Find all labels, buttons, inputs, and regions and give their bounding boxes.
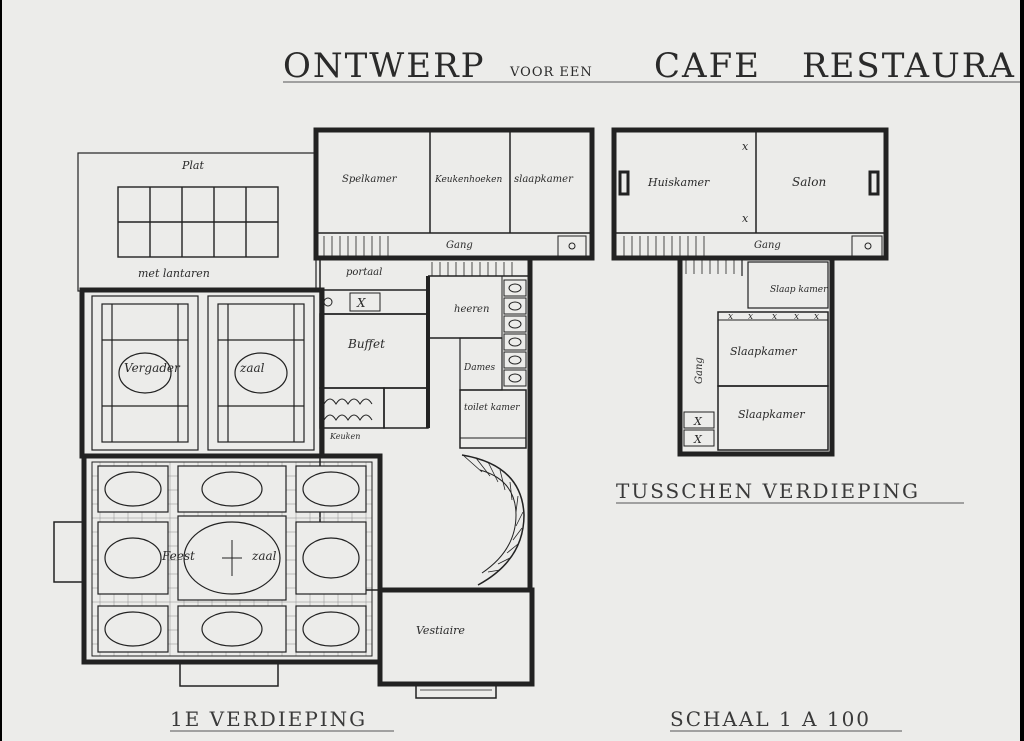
room-feest-label: Feest bbox=[161, 549, 195, 563]
room-slaapkamer-mid-label: Slaapkamer bbox=[730, 345, 797, 358]
top-rooms-block bbox=[313, 127, 595, 261]
stair-top-left bbox=[323, 236, 389, 256]
svg-text:x: x bbox=[748, 312, 753, 322]
room-gang-vertical-label: Gang bbox=[694, 357, 705, 384]
svg-text:X: X bbox=[693, 433, 703, 446]
mezzanine-label: TUSSCHEN VERDIEPING bbox=[616, 479, 920, 503]
room-portaal-label: portaal bbox=[346, 267, 382, 278]
svg-text:x: x bbox=[814, 312, 819, 322]
svg-text:x: x bbox=[772, 312, 777, 322]
room-lantaren-label: met lantaren bbox=[138, 267, 210, 280]
room-feest-zaal-label: zaal bbox=[251, 549, 277, 563]
room-huiskamer-label: Huiskamer bbox=[647, 176, 710, 189]
room-keuken-small-label: Keuken bbox=[329, 432, 360, 441]
room-gang-mezz-label: Gang bbox=[754, 240, 781, 251]
room-spelkamer-label: Spelkamer bbox=[342, 174, 398, 185]
room-slaapkamer-top-label: slaapkamer bbox=[514, 174, 574, 185]
room-labels: Plat met lantaren Spelkamer Keukenhoeken… bbox=[124, 159, 828, 637]
room-slaapkamer-low-label: Slaapkamer bbox=[738, 408, 805, 421]
svg-text:x: x bbox=[794, 312, 799, 322]
room-keuken-label: Keukenhoeken bbox=[434, 175, 503, 185]
room-buffet-label: Buffet bbox=[347, 337, 385, 351]
mezzanine-plan: x x x x x x x bbox=[611, 127, 889, 457]
drawing-title: ONTWERP VOOR EEN CAFE RESTAURA bbox=[283, 46, 1020, 86]
title-part-1: ONTWERP bbox=[283, 46, 486, 86]
first-floor-plan: X bbox=[53, 127, 595, 699]
mezz-top-block bbox=[611, 127, 889, 261]
room-vestiaire-label: Vestiaire bbox=[416, 624, 465, 637]
mezz-lower-block bbox=[677, 255, 835, 457]
scale-label: SCHAAL 1 A 100 bbox=[670, 707, 871, 731]
title-part-3: CAFE bbox=[654, 46, 761, 86]
floor-labels: TUSSCHEN VERDIEPING 1E VERDIEPING SCHAAL… bbox=[170, 479, 964, 732]
room-zaal-label: zaal bbox=[239, 361, 265, 375]
feest-ceiling-panels bbox=[97, 465, 367, 653]
svg-text:X: X bbox=[693, 415, 703, 428]
room-gang-label: Gang bbox=[446, 240, 473, 251]
svg-text:x: x bbox=[742, 212, 749, 225]
svg-text:X: X bbox=[356, 296, 366, 310]
room-plat-label: Plat bbox=[181, 159, 204, 172]
title-part-4: RESTAURA bbox=[802, 46, 1016, 86]
toilet-fixtures bbox=[503, 279, 527, 387]
room-vergader-label: Vergader bbox=[124, 361, 181, 375]
title-part-2: VOOR EEN bbox=[509, 65, 593, 80]
svg-text:x: x bbox=[728, 312, 733, 322]
room-salon-label: Salon bbox=[792, 175, 826, 189]
room-toilet-label: toilet kamer bbox=[464, 403, 520, 413]
skylight bbox=[117, 186, 279, 258]
room-heeren-label: heeren bbox=[454, 304, 489, 315]
vergader-zaal-block bbox=[79, 287, 325, 459]
room-dames-label: Dames bbox=[463, 363, 495, 373]
first-floor-label: 1E VERDIEPING bbox=[170, 707, 367, 731]
vestiaire-block bbox=[377, 587, 535, 687]
svg-text:x: x bbox=[742, 140, 749, 153]
room-slaapkamer-small-label: Slaap kamer bbox=[770, 285, 828, 295]
vergader-ceiling-panels bbox=[91, 295, 315, 451]
curved-staircase bbox=[461, 454, 525, 586]
